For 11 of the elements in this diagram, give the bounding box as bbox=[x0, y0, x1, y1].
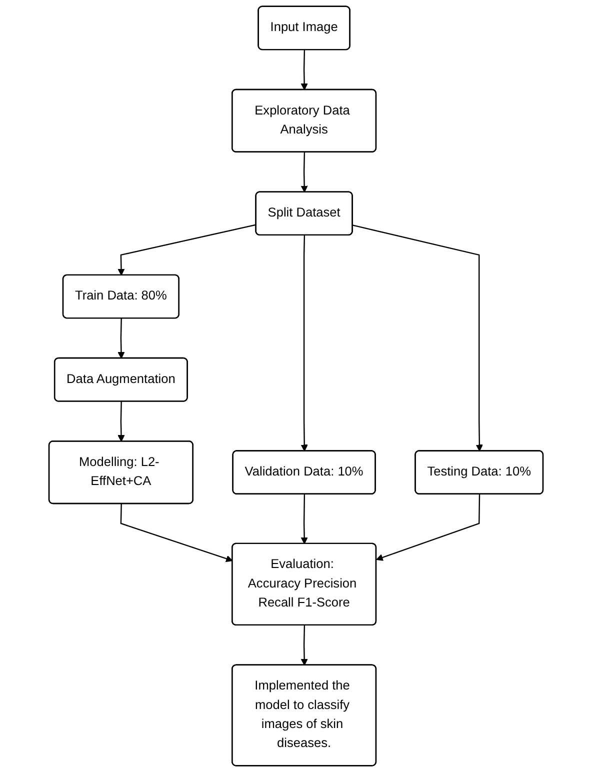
arrow bbox=[300, 494, 308, 544]
arrow bbox=[300, 50, 308, 90]
arrow bbox=[376, 494, 480, 561]
arrow bbox=[300, 152, 308, 193]
arrow bbox=[118, 224, 256, 276]
arrow bbox=[300, 625, 308, 666]
arrow bbox=[118, 318, 125, 359]
arrow bbox=[352, 224, 483, 452]
arrow bbox=[300, 235, 308, 452]
arrow bbox=[118, 402, 125, 442]
arrow bbox=[120, 504, 233, 562]
